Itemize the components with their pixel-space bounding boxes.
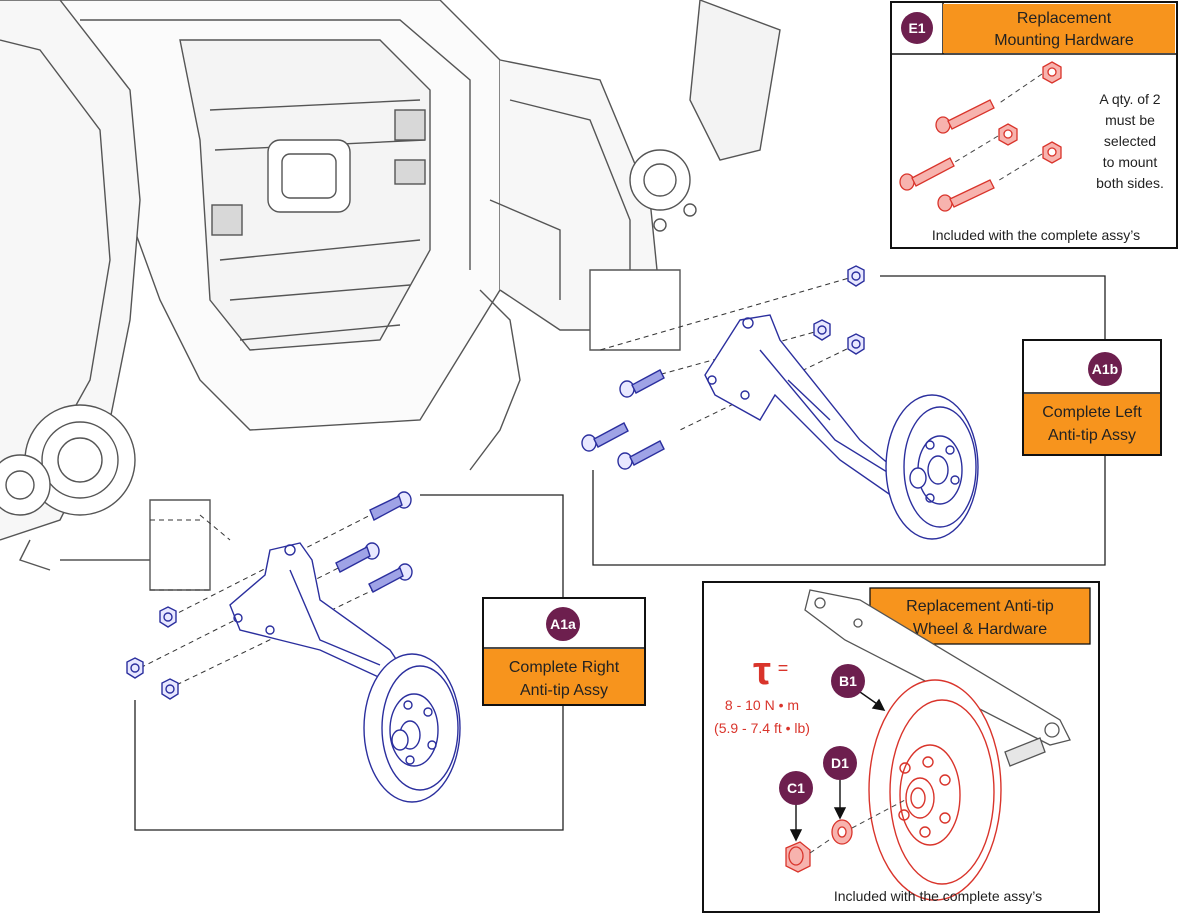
callout-replacement-wheel: Replacement Anti-tip Wheel & Hardware <box>702 581 1100 913</box>
bolt-icon <box>368 563 413 593</box>
wheel-title-line2: Wheel & Hardware <box>913 621 1047 638</box>
bolt-icon <box>617 440 665 470</box>
washer-icon <box>831 819 853 845</box>
ref-badge-c1-text: C1 <box>787 780 805 796</box>
cap-nut-icon <box>785 841 811 873</box>
replacement-anti-tip-wheel <box>868 679 1002 901</box>
e1-note-line3: selected <box>1104 133 1156 149</box>
a1b-title-line2: Anti-tip Assy <box>1048 427 1136 444</box>
ref-badge-e1 <box>901 12 933 44</box>
replacement-hardware <box>899 61 1062 212</box>
torque-symbol: τ <box>753 649 771 693</box>
e1-note-line2: must be <box>1105 112 1155 128</box>
power-base-chassis <box>0 0 781 591</box>
a1b-title-line1: Complete Left <box>1042 404 1142 421</box>
right-anti-tip-assembly <box>126 491 461 803</box>
callout-a1a: A1a Complete Right Anti-tip Assy <box>482 597 646 706</box>
bolt-icon <box>619 369 665 398</box>
hex-nut-icon <box>998 123 1018 146</box>
hex-nut-icon <box>1042 141 1062 164</box>
ref-badge-c1 <box>779 771 813 805</box>
bolt-icon <box>369 491 412 521</box>
torque-ftlb: (5.9 - 7.4 ft • lb) <box>714 720 810 736</box>
ref-badge-d1 <box>823 746 857 780</box>
e1-footer: Included with the complete assy’s <box>932 227 1140 243</box>
e1-title-line1: Replacement <box>1017 10 1112 27</box>
callout-a1b: A1b Complete Left Anti-tip Assy <box>1022 339 1162 456</box>
ref-badge-a1b-text: A1b <box>1092 361 1118 377</box>
a1a-title-line2: Anti-tip Assy <box>520 682 608 699</box>
e1-title-line2: Mounting Hardware <box>994 32 1134 49</box>
ref-badge-b1-text: B1 <box>839 673 857 689</box>
e1-note-line5: both sides. <box>1096 175 1164 191</box>
ref-badge-a1b <box>1088 352 1122 386</box>
wheel-footer: Included with the complete assy’s <box>834 888 1042 904</box>
ref-badge-d1-text: D1 <box>831 755 849 771</box>
hex-nut-icon <box>813 319 831 341</box>
hex-nut-icon <box>159 606 177 628</box>
ref-badge-a1a <box>546 607 580 641</box>
ref-badge-e1-text: E1 <box>908 20 925 36</box>
hex-nut-icon <box>126 657 144 679</box>
e1-note-line4: to mount <box>1103 154 1158 170</box>
torque-equals: = <box>778 658 789 678</box>
left-anti-tip-assembly <box>581 265 979 540</box>
hex-nut-icon <box>1042 61 1062 84</box>
ref-badge-a1a-text: A1a <box>550 616 576 632</box>
ref-badge-b1 <box>831 664 865 698</box>
wheel-title-line1: Replacement Anti-tip <box>906 598 1054 615</box>
hex-nut-icon <box>847 333 865 355</box>
callout-e1: E1 Replacement Mounting Hardware <box>890 1 1178 249</box>
a1a-title-line1: Complete Right <box>509 659 620 676</box>
bolt-icon <box>899 157 955 191</box>
bolt-icon <box>335 542 380 573</box>
hex-nut-icon <box>847 265 865 287</box>
bolt-icon <box>581 422 629 452</box>
hex-nut-icon <box>161 678 179 700</box>
torque-nm: 8 - 10 N • m <box>725 697 799 713</box>
e1-note-line1: A qty. of 2 <box>1099 91 1160 107</box>
bolt-icon <box>937 179 995 212</box>
bolt-icon <box>935 99 995 134</box>
